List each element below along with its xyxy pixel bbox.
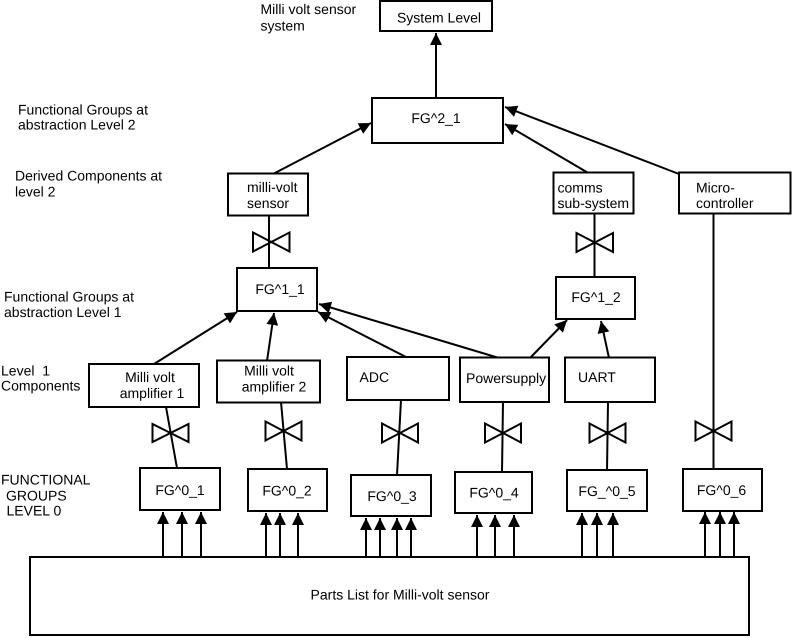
svg-text:FG^0_3: FG^0_3: [367, 488, 417, 504]
svg-text:FG^0_6: FG^0_6: [697, 482, 747, 498]
svg-text:milli-volt: milli-volt: [247, 179, 298, 195]
svg-text:FG^1_1: FG^1_1: [255, 281, 305, 297]
svg-text:UART: UART: [578, 369, 616, 385]
svg-text:FG^0_2: FG^0_2: [262, 483, 312, 499]
svg-text:Parts List for Milli-volt sens: Parts List for Milli-volt sensor: [311, 587, 490, 603]
svg-text:Functional Groups at: Functional Groups at: [18, 102, 148, 118]
svg-text:Powersupply: Powersupply: [466, 370, 546, 386]
svg-text:comms: comms: [558, 180, 603, 196]
svg-text:LEVEL 0: LEVEL 0: [7, 503, 62, 519]
svg-text:abstraction Level 1: abstraction Level 1: [4, 304, 122, 320]
svg-text:FG^0_1: FG^0_1: [155, 482, 205, 498]
svg-text:system: system: [261, 18, 305, 34]
svg-text:GROUPS: GROUPS: [6, 488, 67, 504]
svg-text:Milli volt sensor: Milli volt sensor: [261, 1, 357, 17]
svg-text:Level 1: Level 1: [1, 363, 50, 379]
svg-text:Milli volt: Milli volt: [125, 369, 175, 385]
svg-text:controller: controller: [696, 195, 754, 211]
svg-text:ADC: ADC: [360, 369, 390, 385]
svg-text:FG^0_4: FG^0_4: [469, 485, 519, 501]
svg-text:level 2: level 2: [15, 184, 56, 200]
svg-text:Micro-: Micro-: [696, 180, 735, 196]
svg-text:amplifier 2: amplifier 2: [242, 379, 307, 395]
svg-text:Functional Groups at: Functional Groups at: [4, 289, 134, 305]
svg-text:Components: Components: [1, 378, 80, 394]
svg-text:Milli volt: Milli volt: [244, 363, 294, 379]
svg-text:amplifier 1: amplifier 1: [120, 385, 185, 401]
svg-text:FG^1_2: FG^1_2: [571, 289, 621, 305]
svg-text:System Level: System Level: [397, 10, 481, 26]
svg-text:sub-system: sub-system: [558, 195, 630, 211]
svg-text:Derived Components at: Derived Components at: [15, 168, 162, 184]
svg-text:FG_^0_5: FG_^0_5: [578, 483, 635, 499]
svg-text:abstraction Level 2: abstraction Level 2: [18, 117, 136, 133]
svg-text:sensor: sensor: [247, 195, 289, 211]
svg-text:FUNCTIONAL: FUNCTIONAL: [1, 472, 91, 488]
svg-text:FG^2_1: FG^2_1: [411, 110, 461, 126]
